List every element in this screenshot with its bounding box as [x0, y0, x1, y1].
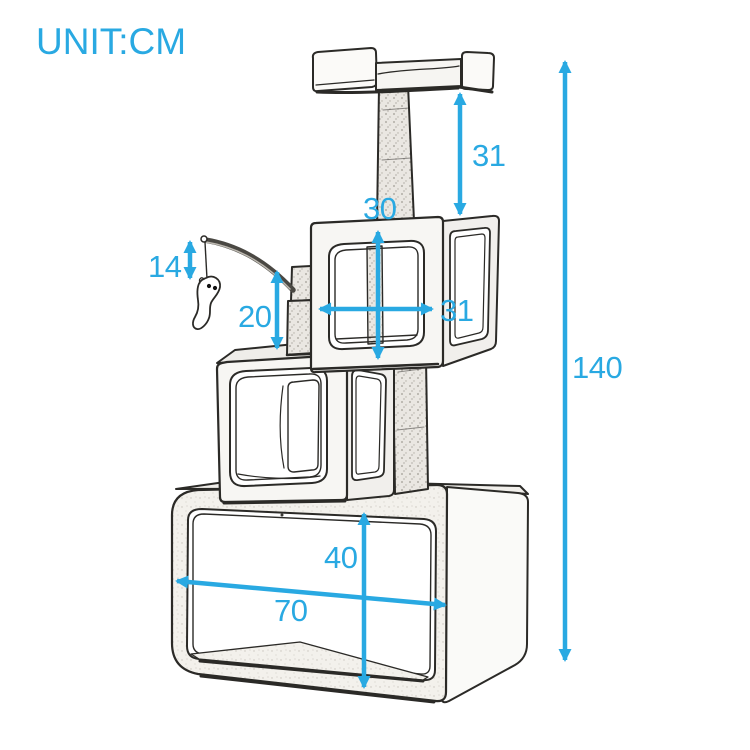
hanging-mouse-toy	[192, 275, 221, 330]
upper-cube-side-opening	[449, 226, 491, 347]
base-right-face	[440, 486, 529, 704]
base-box	[170, 478, 529, 704]
top-perch	[311, 47, 495, 95]
perch-tray	[375, 58, 462, 91]
upper-cube-base-shadow	[311, 362, 440, 371]
middle-cube-base-shadow	[222, 499, 347, 505]
base-opening-inner-frame	[192, 513, 432, 675]
toy-string	[204, 241, 208, 280]
dim-label-base-width: 70	[274, 593, 308, 628]
wand-tip	[200, 235, 208, 243]
lower-post	[392, 357, 429, 495]
dim-label-top-post: 31	[472, 138, 505, 173]
mouse-eye-right	[212, 285, 218, 291]
middle-cube-interior-lines	[237, 385, 321, 480]
middle-cube-side-opening	[351, 369, 387, 482]
upper-cube-opening-inner-frame	[334, 246, 419, 344]
upper-cube-side-opening-inner	[454, 233, 486, 339]
dim-label-toy-drop: 14	[148, 249, 182, 284]
dim-label-cube-height: 30	[363, 191, 397, 226]
post-through-opening	[366, 245, 384, 345]
dim-label-total-height: 140	[572, 350, 622, 385]
perch-left-lip-inner	[315, 79, 375, 86]
dimension-annotations: 31 30 31 14 20 140 40 70	[148, 60, 623, 689]
dim-arrow-base-width	[175, 575, 447, 611]
base-bottom-shadow	[198, 659, 436, 704]
dim-label-base-height: 40	[324, 540, 358, 575]
mouse-body	[192, 275, 221, 330]
wand-stick	[202, 237, 296, 293]
mouse-eye-left	[206, 283, 212, 289]
middle-cube-side-opening-inner	[355, 375, 382, 475]
perch-right-lip	[461, 51, 495, 91]
mouse-ear	[198, 277, 205, 284]
dim-label-cube-width: 31	[440, 293, 473, 328]
perch-under-shadow	[315, 85, 494, 95]
middle-cube-front-opening	[229, 366, 328, 488]
dim-label-small-post: 20	[238, 299, 272, 334]
perch-tray-sag	[377, 65, 460, 75]
base-speck	[280, 513, 284, 517]
unit-label: UNIT:CM	[36, 21, 186, 62]
middle-cube-through-opening	[287, 379, 320, 473]
